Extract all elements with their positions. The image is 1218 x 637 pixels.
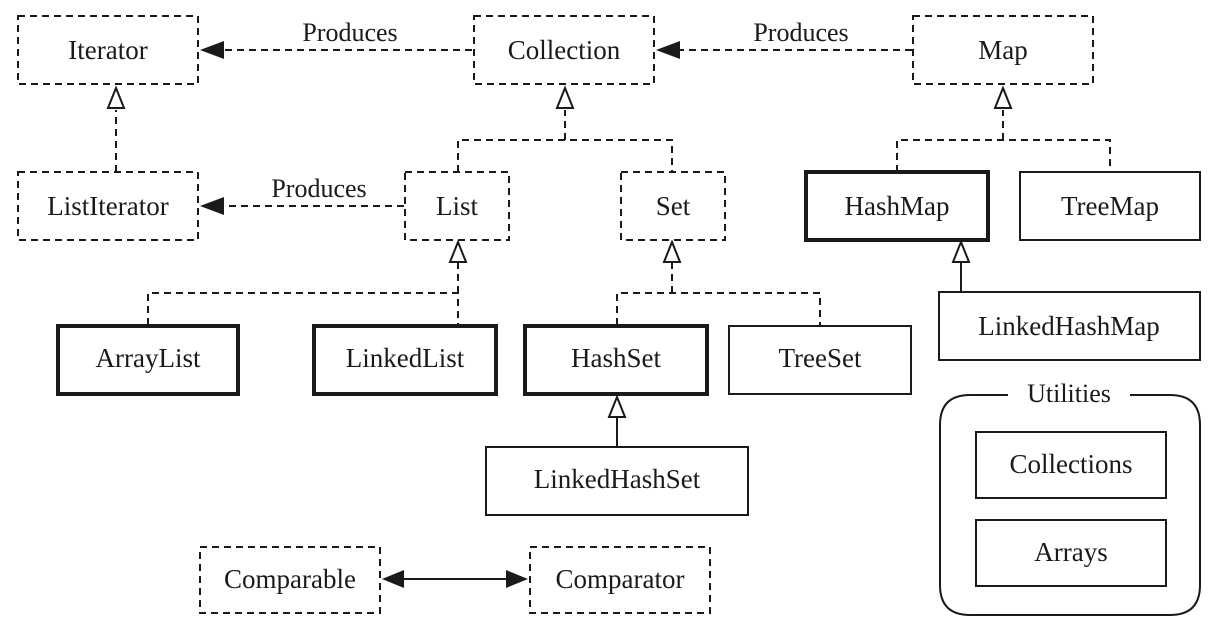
edge-label-produces-listiterator: Produces — [271, 174, 366, 203]
inherit-arrow-hashmap — [951, 239, 971, 263]
node-linkedhashset: LinkedHashSet — [485, 446, 749, 516]
node-comparator: Comparator — [529, 546, 711, 614]
svg-text:LinkedHashMap: LinkedHashMap — [978, 311, 1159, 341]
edge-sets-set — [616, 262, 821, 325]
svg-text:HashSet: HashSet — [571, 343, 661, 373]
edge-lists-list — [147, 262, 459, 325]
inherit-arrow-map — [993, 85, 1013, 109]
arrowhead-collection — [656, 41, 680, 59]
utilities-title: Utilities — [1027, 379, 1111, 408]
node-comparable: Comparable — [199, 546, 381, 614]
svg-text:Collection: Collection — [508, 35, 621, 65]
inherit-arrow-list — [448, 239, 468, 263]
svg-text:LinkedHashSet: LinkedHashSet — [534, 464, 701, 494]
node-hashmap: HashMap — [804, 170, 990, 242]
edge-label-produces-iterator: Produces — [302, 18, 397, 47]
node-hashset: HashSet — [523, 324, 709, 396]
svg-text:ArrayList: ArrayList — [96, 343, 201, 373]
utilities-frame — [939, 394, 1201, 616]
svg-text:Iterator: Iterator — [68, 35, 147, 65]
svg-text:Comparator: Comparator — [556, 564, 685, 594]
node-arraylist: ArrayList — [56, 324, 240, 396]
arrowhead-comparator — [506, 570, 528, 588]
node-collections: Collections — [975, 431, 1167, 499]
node-arrays: Arrays — [975, 519, 1167, 587]
svg-text:TreeMap: TreeMap — [1061, 191, 1159, 221]
svg-text:Set: Set — [656, 191, 691, 221]
node-linkedlist: LinkedList — [312, 324, 498, 396]
inherit-arrow-collection — [555, 85, 575, 109]
edge-label-produces-collection: Produces — [753, 18, 848, 47]
svg-text:List: List — [436, 191, 479, 221]
svg-text:TreeSet: TreeSet — [778, 343, 862, 373]
svg-text:Map: Map — [978, 35, 1028, 65]
node-collection: Collection — [473, 15, 655, 85]
node-list: List — [404, 171, 510, 241]
arrowhead-iterator — [200, 41, 224, 59]
node-treemap: TreeMap — [1019, 171, 1201, 241]
node-listiterator: ListIterator — [17, 171, 199, 241]
svg-text:HashMap: HashMap — [845, 191, 950, 221]
node-iterator: Iterator — [17, 15, 199, 85]
svg-text:LinkedList: LinkedList — [346, 343, 465, 373]
arrowhead-comparable — [382, 570, 404, 588]
svg-text:ListIterator: ListIterator — [47, 191, 168, 221]
inherit-arrow-hashset — [607, 394, 627, 418]
utilities-group: Utilities Collections Arrays — [939, 379, 1201, 616]
svg-text:Arrays: Arrays — [1034, 537, 1107, 567]
node-treeset: TreeSet — [728, 325, 912, 395]
node-linkedhashmap: LinkedHashMap — [938, 291, 1201, 361]
node-map: Map — [912, 15, 1094, 85]
svg-text:Comparable: Comparable — [224, 564, 356, 594]
edge-list-set-collection — [457, 110, 673, 172]
arrowhead-listiterator — [200, 197, 224, 215]
edge-maps-map — [896, 110, 1111, 172]
inherit-arrow-set — [662, 239, 682, 263]
node-set: Set — [620, 171, 726, 241]
svg-text:Collections: Collections — [1010, 449, 1133, 479]
inherit-arrow-iterator — [106, 85, 126, 109]
